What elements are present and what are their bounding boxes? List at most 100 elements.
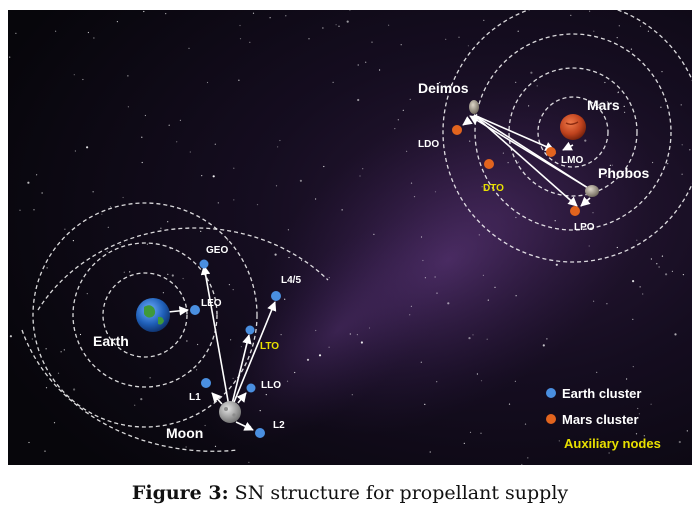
star xyxy=(632,280,635,283)
star xyxy=(394,128,396,130)
star xyxy=(436,292,438,294)
star xyxy=(144,114,146,117)
star xyxy=(189,151,191,153)
star xyxy=(373,233,375,235)
star xyxy=(45,348,47,350)
star xyxy=(256,204,259,206)
star xyxy=(650,258,653,260)
star xyxy=(119,243,121,246)
label-earth: Earth xyxy=(93,333,129,349)
star xyxy=(55,30,57,32)
star xyxy=(280,334,282,336)
label-l1: L1 xyxy=(189,392,201,403)
star xyxy=(277,146,279,148)
star xyxy=(86,293,88,295)
label-moon: Moon xyxy=(166,425,203,441)
star xyxy=(41,192,43,194)
star xyxy=(185,446,187,448)
star xyxy=(554,220,556,222)
star xyxy=(661,255,664,257)
star xyxy=(424,277,426,279)
star xyxy=(439,81,441,84)
star xyxy=(86,146,89,149)
star xyxy=(467,45,469,47)
star xyxy=(570,14,572,16)
star xyxy=(642,293,644,295)
star xyxy=(248,461,250,463)
star xyxy=(214,445,217,447)
star xyxy=(249,41,251,43)
star xyxy=(349,333,351,335)
star xyxy=(82,78,84,81)
star xyxy=(360,341,363,344)
node-lto xyxy=(245,325,255,335)
star xyxy=(632,318,634,320)
star xyxy=(616,246,618,249)
star xyxy=(230,339,232,341)
star xyxy=(643,435,645,437)
star xyxy=(92,191,94,193)
star xyxy=(626,378,628,380)
star xyxy=(680,104,682,106)
star xyxy=(46,267,48,269)
star xyxy=(212,175,215,178)
star xyxy=(239,38,242,40)
star xyxy=(681,173,683,175)
star xyxy=(647,30,650,32)
star xyxy=(322,27,324,29)
star xyxy=(308,38,310,40)
star xyxy=(300,259,303,262)
star xyxy=(200,230,202,232)
star xyxy=(623,105,625,107)
star xyxy=(481,186,483,188)
earth-cluster-nodes xyxy=(190,259,281,438)
star xyxy=(371,41,373,43)
star xyxy=(521,463,523,465)
star xyxy=(616,37,618,39)
label-ldo: LDO xyxy=(418,139,439,150)
star xyxy=(589,10,591,12)
diagram-figure: Earth Moon Mars Deimos Phobos GEO LEO L4… xyxy=(8,10,692,465)
star xyxy=(639,286,641,288)
star xyxy=(397,119,399,121)
star xyxy=(167,221,169,223)
star xyxy=(530,71,533,74)
star xyxy=(149,377,151,379)
star xyxy=(592,212,594,214)
star xyxy=(306,358,310,361)
star xyxy=(436,381,438,383)
star xyxy=(240,346,242,348)
star xyxy=(626,169,628,171)
star xyxy=(93,37,95,39)
star xyxy=(227,239,229,241)
label-l2: L2 xyxy=(273,420,285,431)
mars-planet-icon xyxy=(560,114,586,140)
star xyxy=(315,329,317,332)
label-l45: L4/5 xyxy=(281,275,301,286)
label-lpo: LPO xyxy=(574,222,595,233)
star xyxy=(514,380,516,382)
star xyxy=(573,197,575,199)
star xyxy=(463,442,465,444)
star xyxy=(33,209,35,211)
star xyxy=(400,44,402,46)
star xyxy=(515,81,517,83)
star xyxy=(468,337,471,340)
star xyxy=(346,20,349,23)
star xyxy=(27,181,30,184)
moon-orbit-lower xyxy=(21,329,239,452)
star xyxy=(517,161,520,163)
star xyxy=(15,32,17,34)
star xyxy=(507,162,509,164)
node-dto xyxy=(484,159,494,169)
star xyxy=(19,209,21,211)
star xyxy=(217,202,219,204)
starfield xyxy=(9,10,691,465)
node-l2 xyxy=(255,428,265,438)
star xyxy=(528,105,530,107)
star xyxy=(515,216,517,219)
star xyxy=(517,30,519,32)
star xyxy=(79,333,82,336)
star xyxy=(487,299,489,301)
star xyxy=(409,314,411,316)
